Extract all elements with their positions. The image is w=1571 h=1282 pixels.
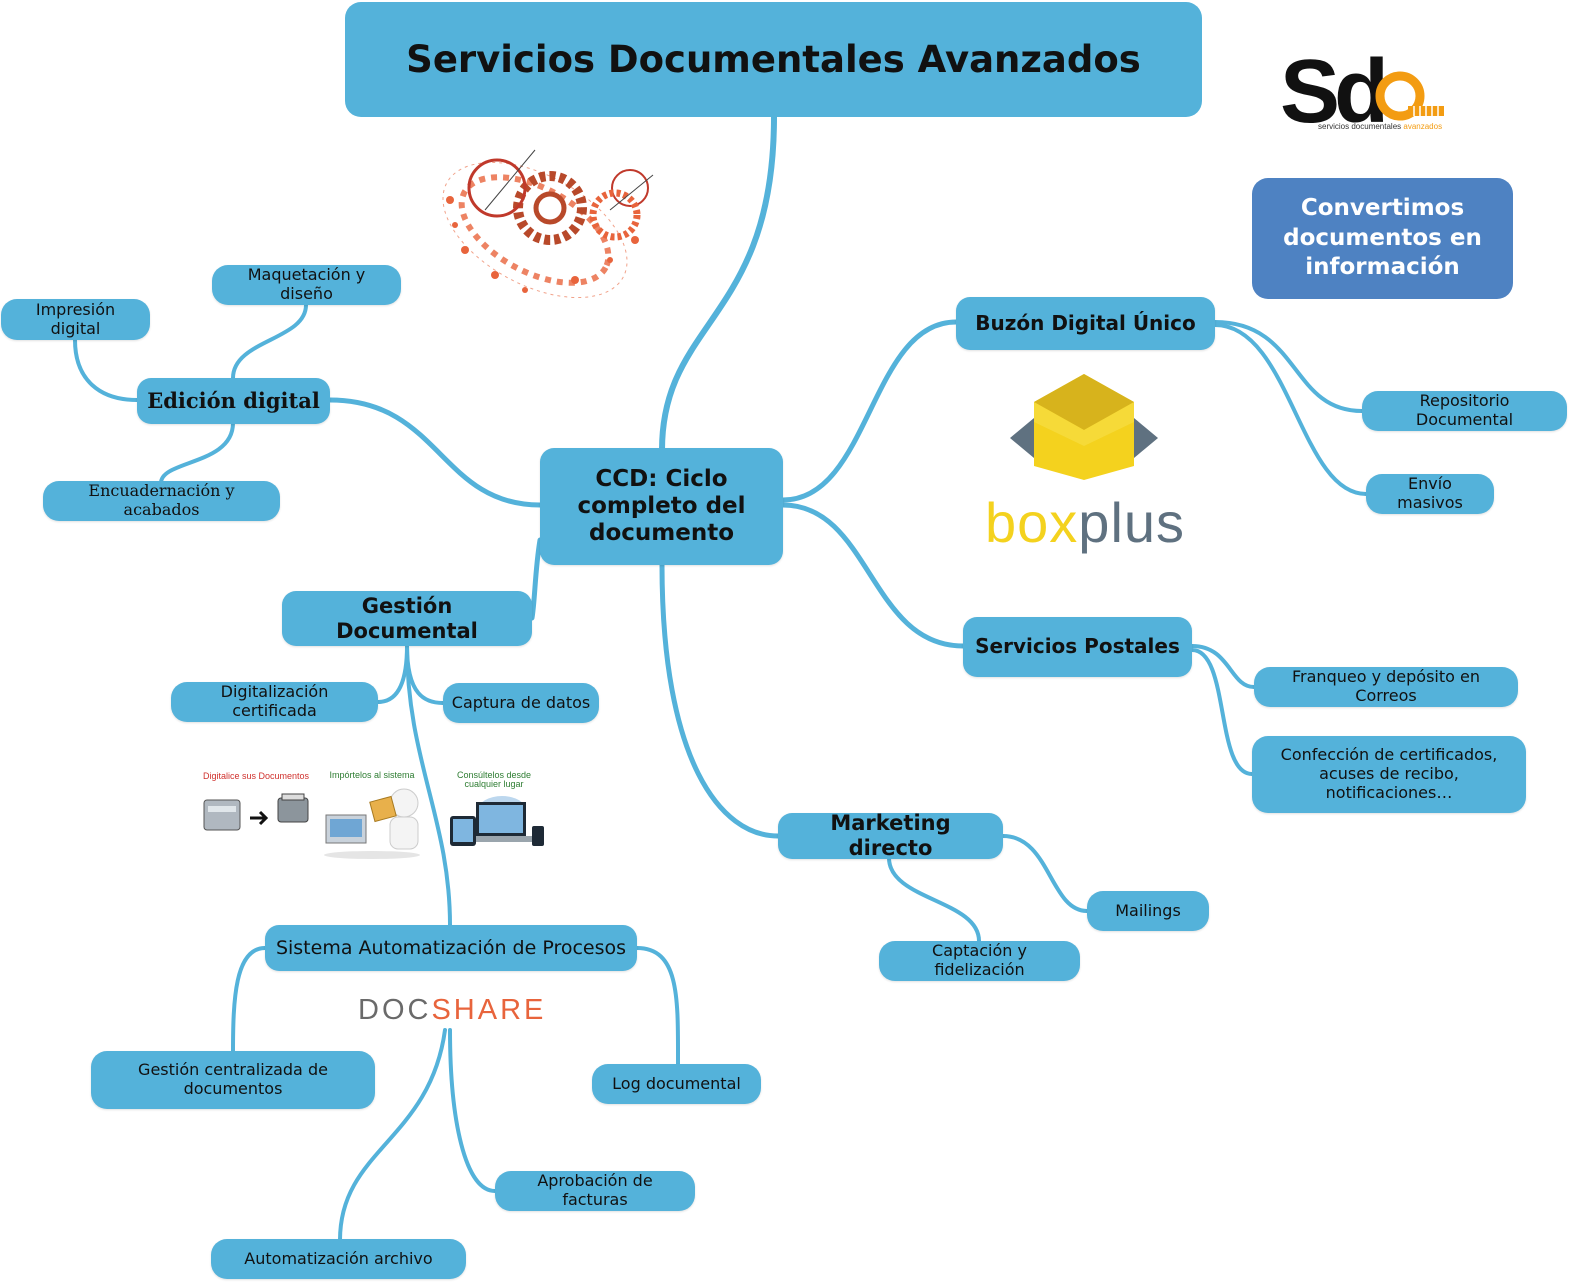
node-marketing-directo[interactable]: Marketing directo: [778, 811, 1003, 860]
step-importelos: Impórtelos al sistema: [329, 770, 415, 780]
import-person-icon: [324, 788, 420, 859]
node-franqueo-deposito[interactable]: Franqueo y depósito en Correos: [1254, 667, 1518, 707]
node-impresion-digital[interactable]: Impresión digital: [1, 299, 150, 340]
page-title: Servicios Documentales Avanzados: [345, 2, 1202, 117]
node-captura-datos[interactable]: Captura de datos: [443, 683, 599, 723]
node-mailings[interactable]: Mailings: [1087, 891, 1209, 931]
node-gestion-documental[interactable]: Gestión Documental: [282, 591, 532, 646]
devices-cloud-icon: [450, 796, 544, 846]
node-buzon-digital[interactable]: Buzón Digital Único: [956, 297, 1215, 350]
sda-subtitle-dark: servicios documentales: [1318, 122, 1404, 131]
node-sistema-automatizacion[interactable]: Sistema Automatización de Procesos: [265, 925, 637, 971]
node-digitalizacion-certificada[interactable]: Digitalización certificada: [171, 682, 378, 722]
node-aprobacion-facturas[interactable]: Aprobación de facturas: [495, 1171, 695, 1211]
sda-logo: Sd: [1280, 48, 1444, 134]
boxplus-envelope-icon: [1010, 374, 1158, 480]
sda-logo-letters: Sd: [1280, 48, 1384, 134]
node-captacion-fidelizacion[interactable]: Captación y fidelización: [879, 941, 1080, 981]
sda-logo-subtitle: servicios documentales avanzados: [1318, 122, 1442, 131]
node-encuadernacion-acabados[interactable]: Encuadernación y acabados: [43, 481, 280, 521]
step-digitalice: Digitalice sus Documentos: [202, 771, 310, 781]
node-repositorio-documental[interactable]: Repositorio Documental: [1362, 391, 1567, 431]
node-confeccion-certificados[interactable]: Confección de certificados, acuses de re…: [1252, 736, 1526, 813]
node-servicios-postales[interactable]: Servicios Postales: [963, 617, 1192, 677]
docshare-share: SHARE: [431, 994, 547, 1026]
boxplus-plus: plus: [1078, 491, 1186, 554]
docshare-logo: DOCSHARE: [358, 994, 546, 1027]
node-automatizacion-archivo[interactable]: Automatización archivo: [211, 1239, 466, 1279]
gears-illustration: [442, 149, 654, 299]
node-log-documental[interactable]: Log documental: [592, 1064, 761, 1104]
node-envio-masivos[interactable]: Envío masivos: [1366, 474, 1494, 514]
boxplus-box: box: [985, 491, 1079, 554]
node-edicion-digital[interactable]: Edición digital: [137, 378, 330, 424]
scanner-printer-icon: [203, 793, 309, 831]
tagline-box: Convertimos documentos en información: [1252, 178, 1513, 299]
node-maquetacion-diseno[interactable]: Maquetación y diseño: [212, 265, 401, 305]
node-gestion-centralizada[interactable]: Gestión centralizada de documentos: [91, 1051, 375, 1109]
step-consultelos: Consúltelos desde cualquier lugar: [456, 770, 532, 790]
sda-subtitle-accent: avanzados: [1403, 122, 1443, 131]
docshare-doc: DOC: [358, 994, 432, 1026]
node-ccd-center[interactable]: CCD: Ciclo completo del documento: [540, 448, 783, 565]
boxplus-logo: boxplus: [985, 490, 1185, 555]
